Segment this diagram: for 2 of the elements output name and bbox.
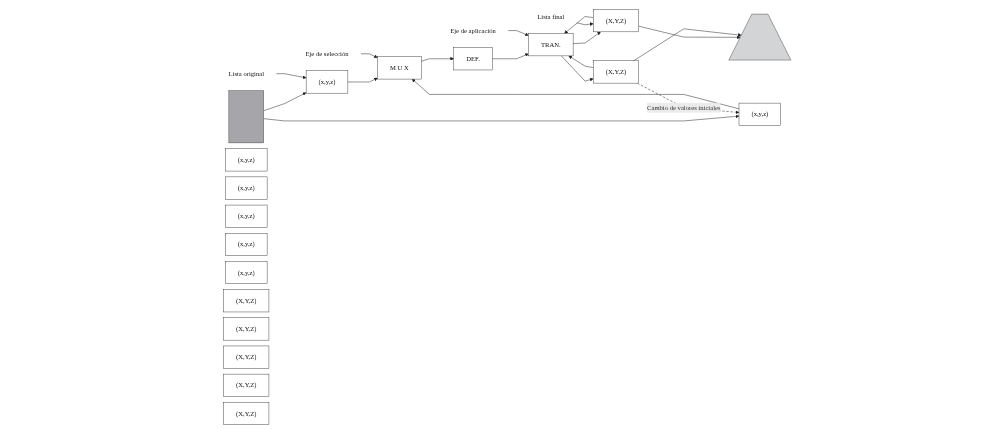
node-box — [228, 90, 264, 144]
node-sector — [728, 13, 792, 61]
